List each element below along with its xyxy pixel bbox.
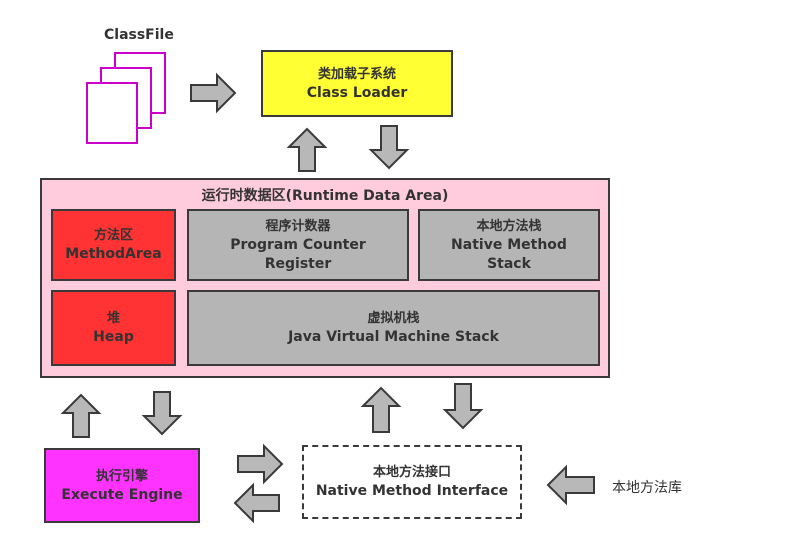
method-area-title-en: MethodArea: [65, 246, 162, 262]
native-method-stack-title-en-2: Stack: [487, 255, 531, 272]
interface-to-engine-arrow-icon: [233, 482, 280, 524]
loader-to-runtime-arrow-icon: [368, 125, 410, 170]
jvm-stack-title-zh: 虚拟机栈: [367, 311, 420, 326]
program-counter-title-en-1: Program Counter: [230, 236, 366, 253]
method-area-title-zh: 方法区: [93, 228, 133, 243]
method-area-box[interactable]: 方法区 MethodArea: [51, 209, 176, 281]
class-loader-box[interactable]: 类加载子系统 Class Loader: [261, 50, 453, 117]
native-method-stack-title-en-1: Native Method: [451, 236, 567, 253]
classfile-label: ClassFile: [104, 27, 174, 43]
interface-to-runtime-arrow-icon: [360, 386, 402, 433]
heap-title-zh: 堆: [106, 311, 120, 326]
jvm-stack-title-en: Java Virtual Machine Stack: [288, 329, 499, 345]
runtime-data-area[interactable]: 运行时数据区(Runtime Data Area) 方法区 MethodArea…: [40, 178, 610, 378]
engine-to-interface-arrow-icon: [237, 443, 284, 485]
engine-to-runtime-arrow-icon: [60, 393, 102, 438]
execute-engine-title-en: Execute Engine: [61, 486, 183, 503]
runtime-data-area-title: 运行时数据区(Runtime Data Area): [201, 188, 449, 204]
class-loader-title-zh: 类加载子系统: [317, 66, 396, 82]
execute-engine-title-zh: 执行引擎: [95, 468, 148, 484]
program-counter-box[interactable]: 程序计数器 Program Counter Register: [187, 209, 409, 281]
class-loader-title-en: Class Loader: [306, 84, 408, 101]
runtime-to-interface-arrow-icon: [442, 383, 484, 430]
runtime-to-engine-arrow-icon: [141, 391, 183, 436]
jvm-stack-box[interactable]: 虚拟机栈 Java Virtual Machine Stack: [187, 290, 600, 366]
native-library-label: 本地方法库: [612, 480, 682, 496]
runtime-to-loader-arrow-icon: [286, 127, 328, 172]
program-counter-title-en-2: Register: [264, 255, 332, 272]
native-interface-title-zh: 本地方法接口: [372, 465, 451, 480]
native-method-stack-box[interactable]: 本地方法栈 Native Method Stack: [418, 209, 600, 281]
native-method-interface-box[interactable]: 本地方法接口 Native Method Interface: [302, 445, 522, 519]
library-to-interface-arrow-icon: [546, 464, 595, 506]
classfile-to-loader-arrow-icon: [190, 72, 237, 114]
native-method-stack-title-zh: 本地方法栈: [476, 218, 542, 234]
heap-title-en: Heap: [93, 329, 134, 345]
heap-box[interactable]: 堆 Heap: [51, 290, 176, 366]
program-counter-title-zh: 程序计数器: [265, 218, 331, 234]
native-interface-title-en: Native Method Interface: [315, 483, 509, 499]
execute-engine-box[interactable]: 执行引擎 Execute Engine: [44, 448, 200, 523]
